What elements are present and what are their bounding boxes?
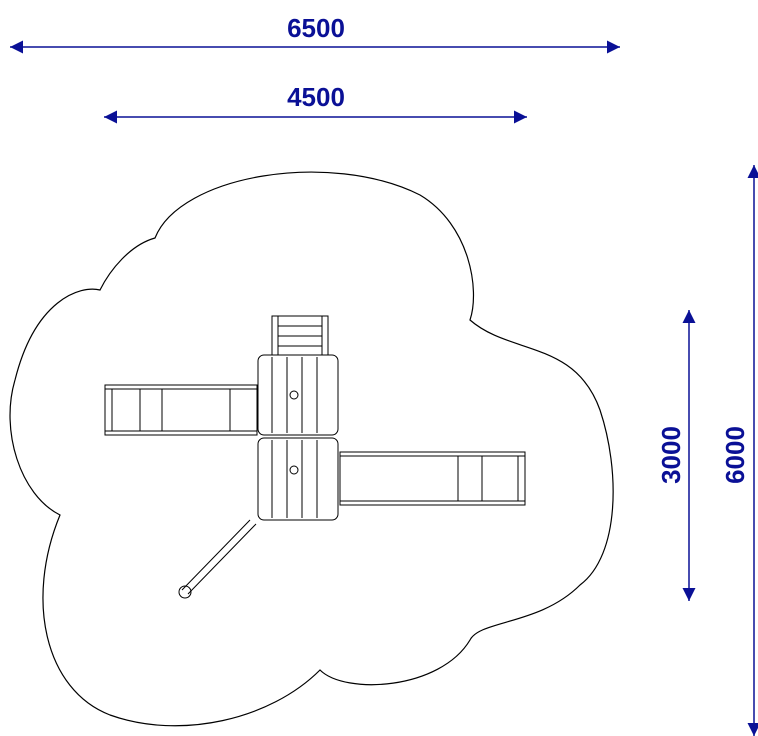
central-tower bbox=[257, 354, 339, 521]
dimension-lines bbox=[10, 40, 758, 736]
overall-depth-label: 6000 bbox=[720, 426, 750, 484]
slide-pole bbox=[178, 519, 257, 599]
overall-width-label: 6500 bbox=[287, 13, 345, 43]
safety-zone-outline bbox=[9, 171, 614, 727]
left-bridge bbox=[104, 384, 258, 436]
equipment-depth-label: 3000 bbox=[656, 426, 686, 484]
ladder bbox=[271, 315, 329, 357]
right-bridge bbox=[339, 451, 526, 506]
equipment-width-label: 4500 bbox=[287, 82, 345, 112]
